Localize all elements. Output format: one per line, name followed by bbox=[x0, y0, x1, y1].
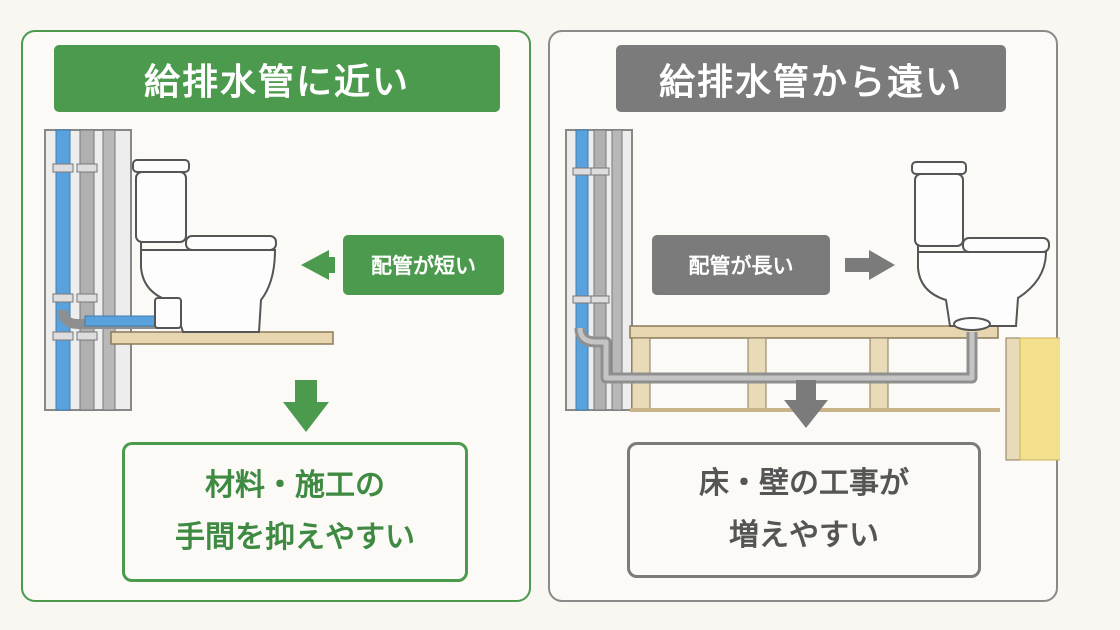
pipe-joint bbox=[76, 163, 98, 173]
floor-deck bbox=[629, 325, 999, 339]
vent-pipe bbox=[611, 129, 623, 411]
pipe-joint bbox=[590, 167, 610, 176]
result-line-2: 手間を抑えやすい bbox=[175, 520, 415, 555]
pipe-joint bbox=[76, 331, 98, 341]
near-pipes-result-box: 材料・施工の 手間を抑えやすい bbox=[122, 442, 468, 582]
pipe-joint bbox=[572, 295, 592, 304]
pipe-joint bbox=[52, 331, 74, 341]
short-piping-tag: 配管が短い bbox=[343, 235, 504, 295]
pipe-joint bbox=[572, 167, 592, 176]
result-line-2: 増えやすい bbox=[729, 518, 879, 553]
arrow-right-icon bbox=[845, 250, 895, 280]
arrow-down-icon bbox=[283, 380, 329, 432]
near-pipes-title: 給排水管に近い bbox=[54, 45, 500, 112]
near-pipes-panel: 給排水管に近い 配管が短い 材料・施工の 手間を抑えやすい bbox=[21, 30, 531, 602]
near-pipes-scene bbox=[44, 129, 335, 432]
far-pipes-panel: 給排水管から遠い 配管が長い bbox=[548, 30, 1060, 602]
toilet-icon bbox=[132, 159, 277, 333]
vent-pipe bbox=[102, 129, 116, 411]
arrow-left-icon bbox=[301, 250, 335, 280]
short-supply-connection bbox=[84, 315, 161, 327]
long-piping-tag: 配管が長い bbox=[652, 235, 830, 295]
pipe-joint bbox=[590, 295, 610, 304]
insulation bbox=[1019, 337, 1060, 461]
result-line-1: 床・壁の工事が bbox=[699, 466, 909, 501]
far-pipes-title: 給排水管から遠い bbox=[616, 45, 1006, 112]
pipe-joint bbox=[76, 293, 98, 303]
short-drain-connection bbox=[58, 309, 158, 329]
floor bbox=[110, 331, 334, 345]
toilet-icon bbox=[911, 161, 1050, 331]
far-pipes-scene bbox=[565, 129, 1060, 461]
arrow-down-icon bbox=[784, 380, 828, 428]
pipe-joint bbox=[52, 163, 74, 173]
far-pipes-result-box: 床・壁の工事が 増えやすい bbox=[627, 442, 981, 578]
pipe-joint bbox=[52, 293, 74, 303]
result-line-1: 材料・施工の bbox=[205, 468, 385, 503]
